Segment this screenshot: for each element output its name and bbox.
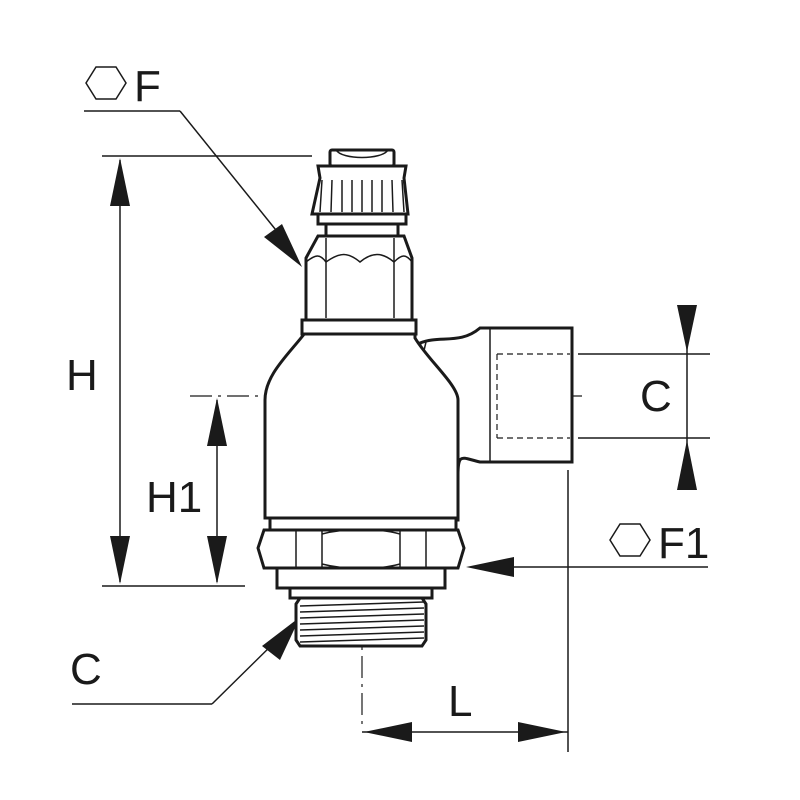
label-h: H (66, 351, 98, 400)
dimension-c-port (578, 305, 710, 490)
label-l: L (448, 677, 472, 726)
fitting (256, 148, 574, 648)
thread-lines (299, 601, 425, 643)
label-f1: F1 (658, 519, 709, 568)
port-bore-hidden (496, 353, 570, 439)
nut-washer (268, 516, 458, 532)
regulator-hex (304, 234, 414, 322)
label-h1: H1 (146, 473, 202, 522)
label-c-port: C (640, 372, 672, 421)
label-hex-f1: F1 (609, 519, 709, 568)
hexagon-icon (85, 66, 127, 100)
lower-hex-nut (256, 528, 466, 570)
collar (300, 318, 418, 336)
main-body (263, 331, 460, 520)
leader-c-thread (72, 617, 300, 705)
dimension-h1 (207, 398, 227, 584)
base-ring (275, 566, 447, 590)
label-c-thread: C (70, 645, 102, 694)
label-f: F (134, 62, 161, 111)
leader-f1 (466, 557, 708, 577)
knurled-screw (310, 164, 410, 216)
leader-f (84, 110, 302, 267)
dimension-l (362, 470, 569, 752)
screw-neck (324, 222, 400, 238)
hexagon-icon (609, 523, 651, 557)
knurl-lines (319, 179, 405, 213)
dimension-h (102, 155, 312, 587)
label-hex-f: F (85, 62, 161, 111)
